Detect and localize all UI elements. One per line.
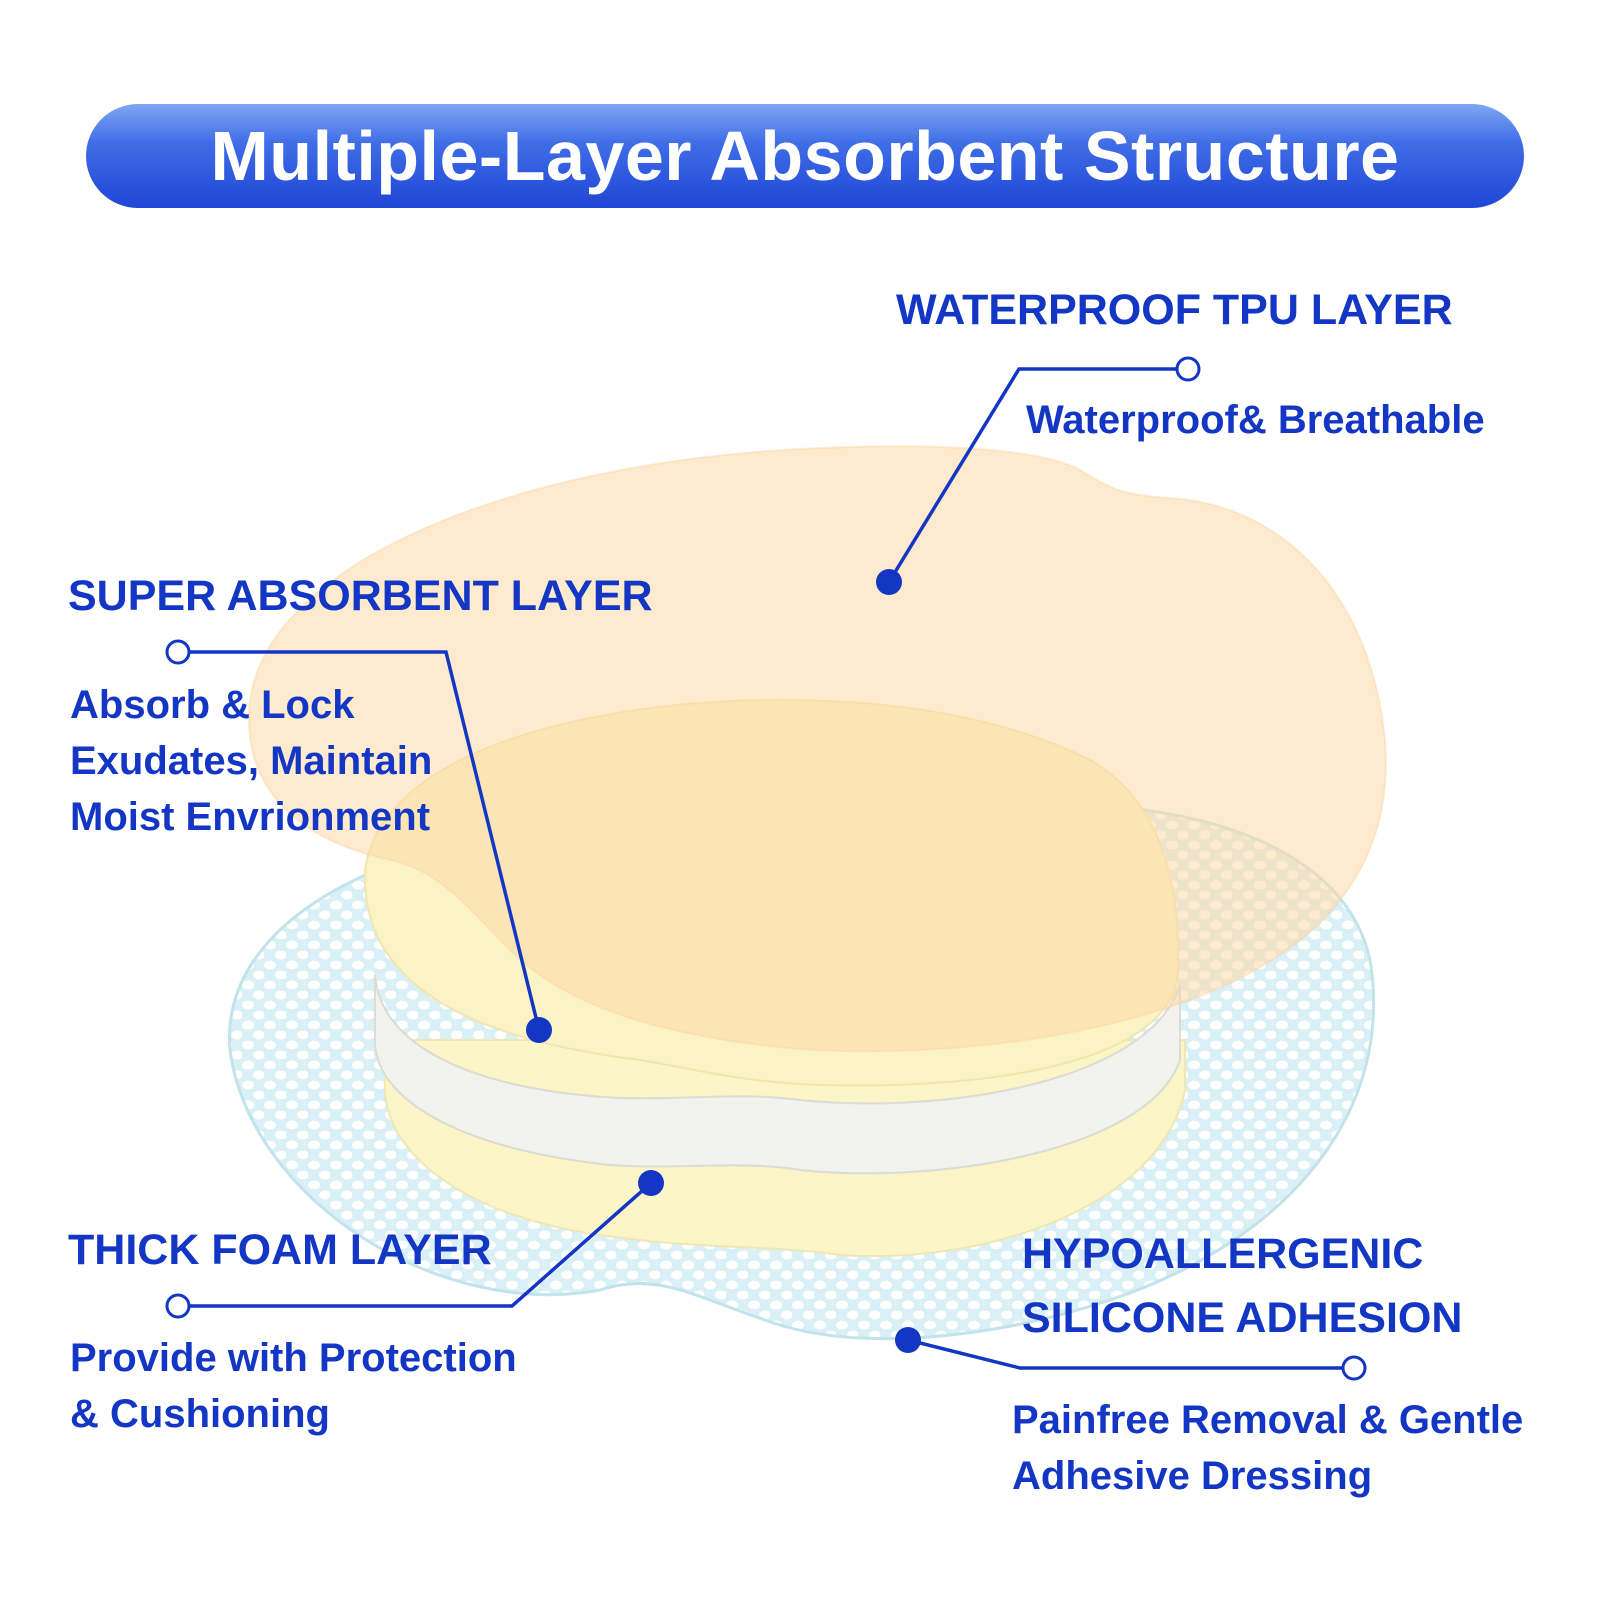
absorbent-desc-line-2: Exudates, Maintain <box>70 739 433 783</box>
title-banner: Multiple-Layer Absorbent Structure <box>86 104 1524 208</box>
silicone-desc-line-1: Painfree Removal & Gentle <box>1012 1398 1524 1442</box>
absorbent-anchor-ring <box>165 639 191 665</box>
foam-anchor-ring <box>165 1293 191 1319</box>
waterproof-point-dot <box>876 569 902 595</box>
foam-desc-line-2: & Cushioning <box>70 1392 330 1436</box>
waterproof-anchor-ring <box>1175 356 1201 382</box>
foam-title: THICK FOAM LAYER <box>68 1226 492 1274</box>
absorbent-title: SUPER ABSORBENT LAYER <box>68 572 653 620</box>
silicone-title-line-2: SILICONE ADHESION <box>1022 1294 1463 1342</box>
banner-title: Multiple-Layer Absorbent Structure <box>210 117 1400 195</box>
absorbent-point-dot <box>526 1017 552 1043</box>
waterproof-leader-line <box>887 367 1178 583</box>
silicone-leader-line <box>907 1338 1352 1370</box>
silicone-title-line-1: HYPOALLERGENIC <box>1022 1230 1424 1278</box>
foam-desc-line-1: Provide with Protection <box>70 1336 517 1380</box>
foam-leader-line <box>179 1181 653 1308</box>
silicone-anchor-ring <box>1341 1355 1367 1381</box>
silicone-point-dot <box>895 1327 921 1353</box>
absorbent-desc-line-3: Moist Envrionment <box>70 795 431 839</box>
absorbent-leader-line <box>180 650 541 1031</box>
waterproof-title: WATERPROOF TPU LAYER <box>896 286 1453 334</box>
thick-foam-layer <box>374 974 1181 1175</box>
waterproof-desc-line: Waterproof& Breathable <box>1026 398 1485 442</box>
silicone-desc-line-2: Adhesive Dressing <box>1012 1454 1373 1498</box>
absorbent-desc-line-1: Absorb & Lock <box>70 683 355 727</box>
waterproof-tpu-layer <box>247 445 1387 1053</box>
foam-point-dot <box>638 1170 664 1196</box>
